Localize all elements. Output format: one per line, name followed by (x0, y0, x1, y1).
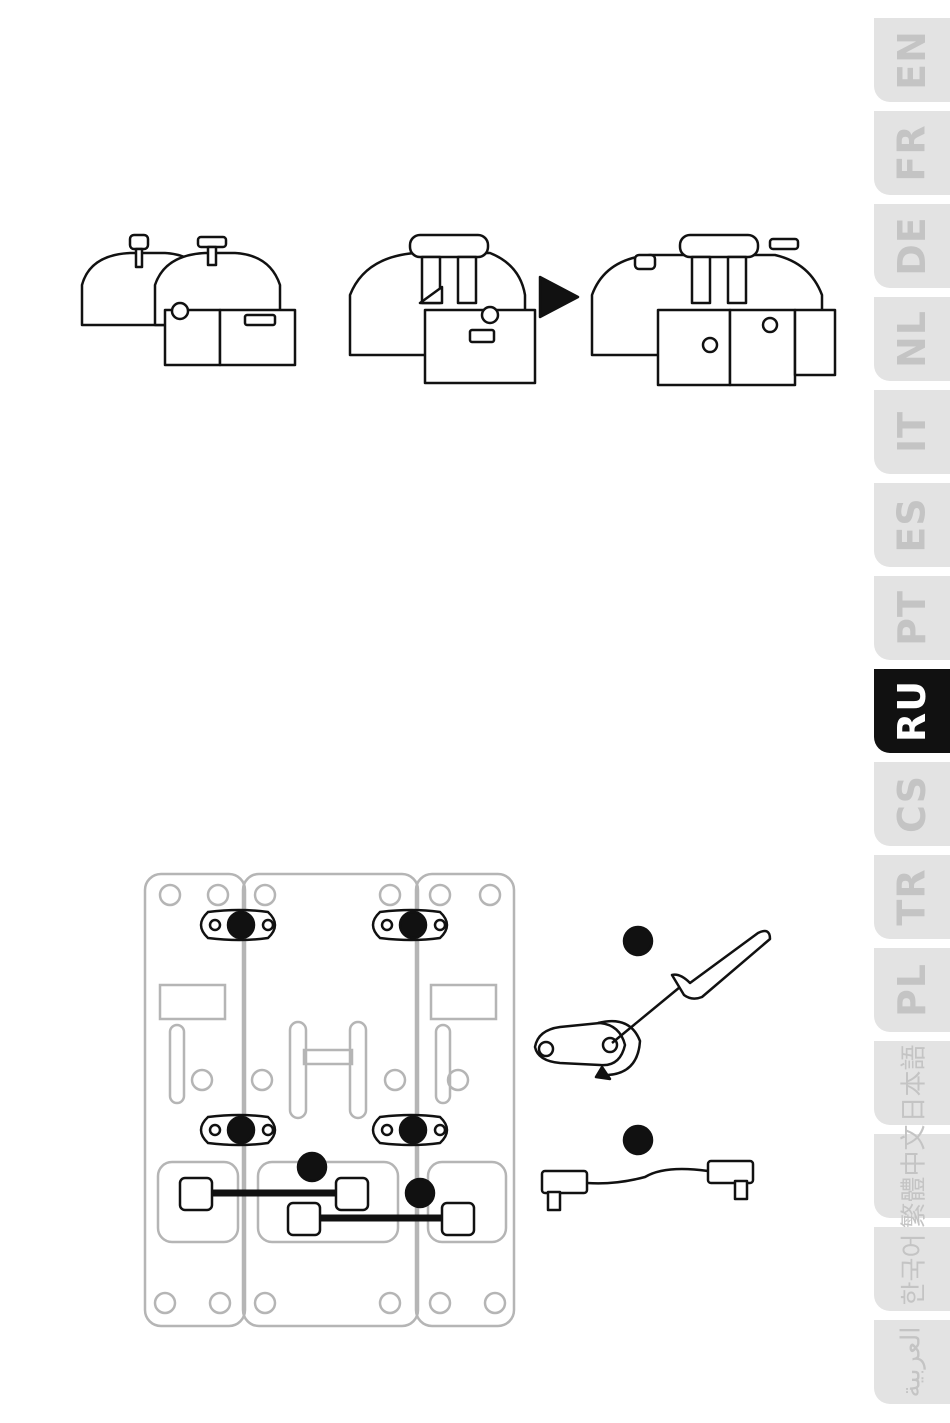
tab-label: PT (890, 590, 934, 646)
tab-label: CS (890, 775, 934, 833)
tab-label: NL (890, 310, 934, 368)
tab-en[interactable]: EN (874, 18, 950, 102)
tab-fr[interactable]: FR (874, 111, 950, 195)
tab-label: TR (890, 868, 934, 925)
tab-zh-tw[interactable]: 繁體中文 (874, 1134, 950, 1218)
tab-de[interactable]: DE (874, 204, 950, 288)
combined-assembly (592, 235, 835, 385)
cable-connector (442, 1203, 474, 1235)
tab-pt[interactable]: PT (874, 576, 950, 660)
throttle-module (350, 235, 535, 383)
tab-label: FR (890, 124, 934, 181)
tab-tr[interactable]: TR (874, 855, 950, 939)
side-module-pair (82, 235, 295, 365)
tab-label: 日本語 (894, 1044, 931, 1122)
play-arrow-icon (540, 277, 578, 317)
tab-label: PL (890, 963, 934, 1017)
step-marker (406, 1179, 434, 1207)
tab-ko[interactable]: 한국어 (874, 1227, 950, 1311)
tab-label: 한국어 (893, 1233, 930, 1305)
tab-label: DE (890, 216, 934, 276)
cable-icon (542, 1161, 753, 1210)
cable-connector (288, 1203, 320, 1235)
tab-es[interactable]: ES (874, 483, 950, 567)
tab-nl[interactable]: NL (874, 297, 950, 381)
tab-ru[interactable]: RU (874, 669, 950, 753)
tab-label: EN (890, 30, 934, 90)
tab-label: RU (890, 680, 934, 742)
tools-diagram (520, 915, 780, 1215)
cable-connector (180, 1178, 212, 1210)
step-marker (624, 927, 652, 955)
step-marker (624, 1126, 652, 1154)
tab-it[interactable]: IT (874, 390, 950, 474)
step-marker (298, 1153, 326, 1181)
base-plate-diagram (140, 870, 520, 1332)
tab-ar[interactable]: العربية (874, 1320, 950, 1404)
tab-label: ES (890, 497, 934, 552)
tab-label: العربية (897, 1326, 927, 1397)
cable-connector (336, 1178, 368, 1210)
tab-label: 繁體中文 (894, 1124, 931, 1228)
throttle-assembly-illustration (70, 215, 850, 395)
tab-cs[interactable]: CS (874, 762, 950, 846)
tab-pl[interactable]: PL (874, 948, 950, 1032)
tab-label: IT (890, 411, 934, 453)
tab-ja[interactable]: 日本語 (874, 1041, 950, 1125)
